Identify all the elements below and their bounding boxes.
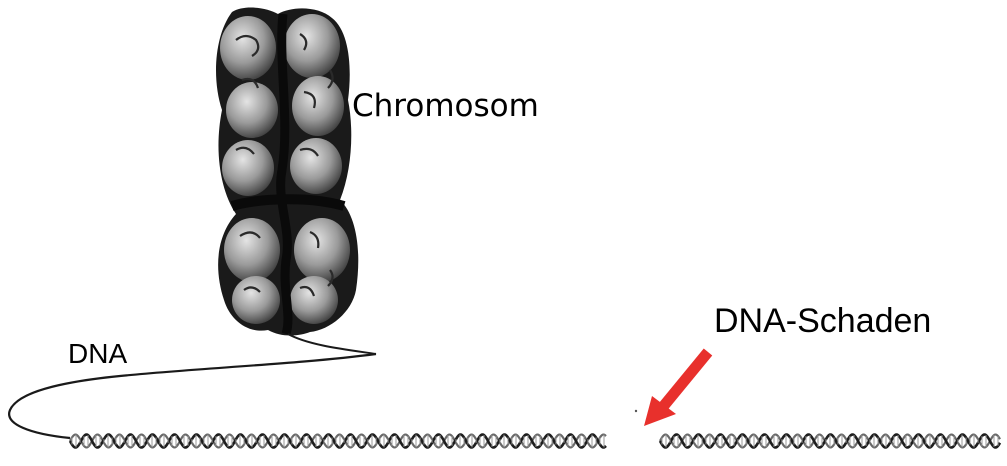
chromosome-illustration <box>216 8 376 354</box>
damage-arrow-shaft <box>662 352 708 408</box>
chromatid-lobe <box>226 82 278 138</box>
dna-label: DNA <box>68 338 127 370</box>
break-speck <box>635 410 637 412</box>
dna-double-helix-left <box>70 435 606 448</box>
chromatid-lobe <box>284 14 340 78</box>
chromatid-lobe <box>294 218 350 282</box>
damage-arrow <box>644 352 708 426</box>
dna-double-helix-right <box>660 435 1000 448</box>
chromosome-label: Chromosom <box>352 88 539 124</box>
chromatid-lobe <box>224 218 280 282</box>
chromatid-lobe <box>232 276 280 324</box>
dna-damage-label: DNA-Schaden <box>714 302 931 341</box>
chromatid-lobe <box>292 76 344 136</box>
chromatid-lobe <box>220 16 276 80</box>
chromosome-dna-tail <box>288 334 376 354</box>
dna-strand-loop <box>9 354 376 438</box>
chromatid-lobe <box>290 138 342 194</box>
